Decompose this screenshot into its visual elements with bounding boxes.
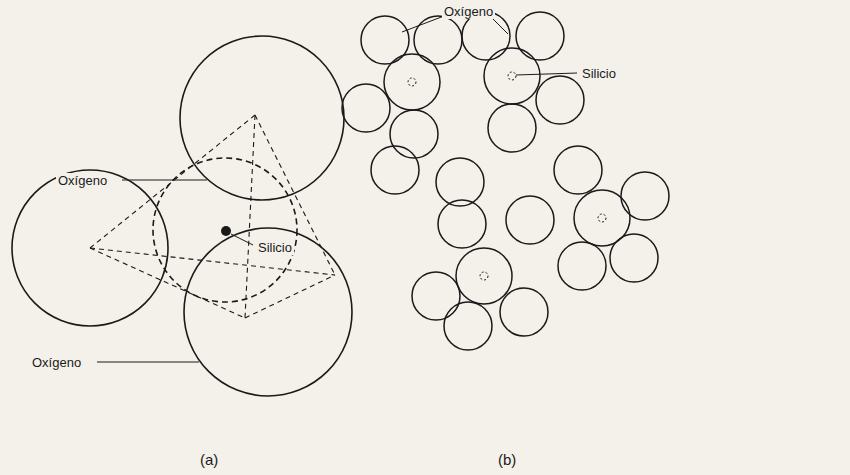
- oxygen-circle: [574, 190, 630, 246]
- oxygen-circle: [436, 158, 484, 206]
- oxygen-circle: [488, 104, 536, 152]
- callout-label: Oxígeno: [56, 173, 109, 188]
- part-label: (a): [198, 452, 220, 467]
- oxygen-circle: [621, 172, 669, 220]
- oxygen-circle: [558, 242, 606, 290]
- oxygen-circle: [384, 54, 440, 110]
- oxygen-circle: [180, 36, 344, 200]
- callout-label: Oxígeno: [442, 4, 495, 19]
- oxygen-circle: [536, 76, 584, 124]
- oxygen-circle: [361, 16, 409, 64]
- oxygen-circle: [342, 84, 390, 132]
- oxygen-circle: [516, 12, 564, 60]
- oxygen-circle: [371, 146, 419, 194]
- oxygen-circle: [554, 146, 602, 194]
- silicon-dot: [480, 272, 488, 280]
- silicon-dot: [508, 72, 516, 80]
- callout-label: Oxígeno: [30, 355, 83, 370]
- silicate-chain: [342, 12, 669, 350]
- leader-line: [516, 73, 577, 75]
- oxygen-circle: [438, 200, 486, 248]
- leader-line: [97, 362, 199, 363]
- silicon-dot: [598, 214, 606, 222]
- callout-label: Silicio: [256, 240, 294, 255]
- oxygen-circle: [462, 12, 510, 60]
- oxygen-circle: [444, 302, 492, 350]
- oxygen-circle: [412, 272, 460, 320]
- oxygen-circle: [184, 228, 352, 396]
- silicon-dot: [221, 226, 231, 236]
- tetrahedron-edges: [90, 115, 335, 318]
- leader-line: [231, 234, 253, 245]
- oxygen-circle: [506, 196, 554, 244]
- silicon-dot: [408, 78, 416, 86]
- oxygen-circle: [390, 110, 438, 158]
- leader-line: [402, 16, 444, 32]
- oxygen-circle: [500, 288, 548, 336]
- oxygen-circle: [484, 48, 540, 104]
- oxygen-circle: [456, 248, 512, 304]
- part-label: (b): [496, 452, 518, 467]
- leader-line: [122, 180, 207, 181]
- callout-label: Silicio: [580, 66, 618, 81]
- oxygen-circle: [414, 16, 462, 64]
